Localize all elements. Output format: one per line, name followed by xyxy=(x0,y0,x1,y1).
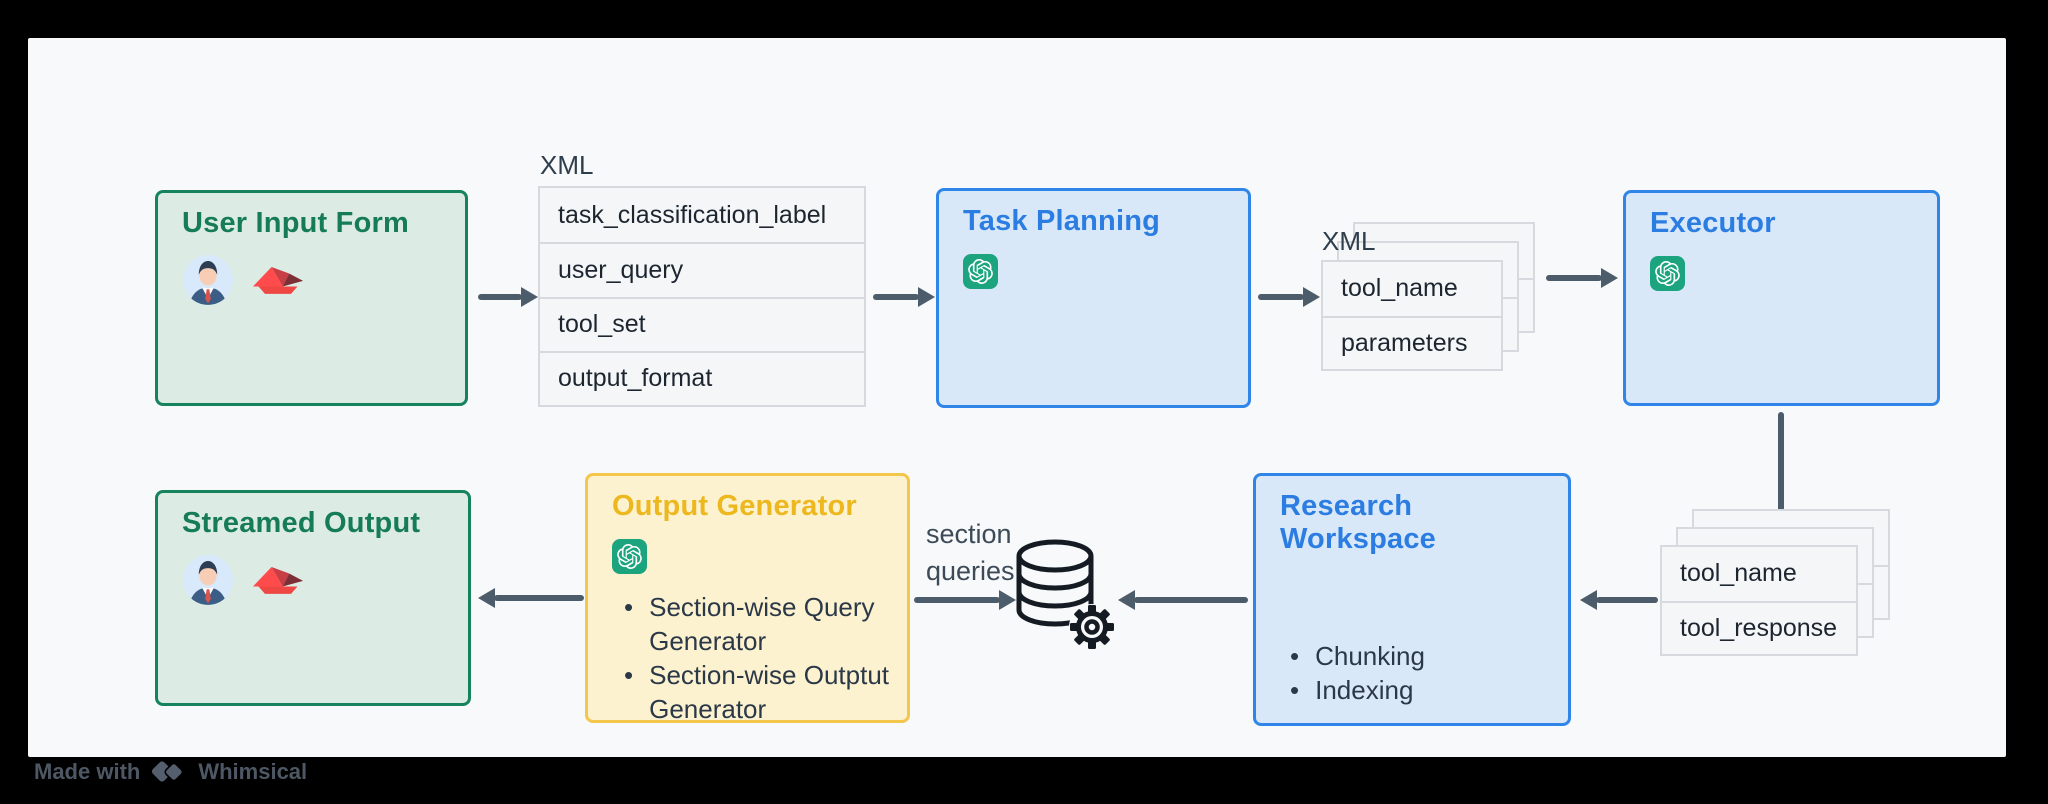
arrow-userinput-to-xml xyxy=(478,287,538,307)
diagram-canvas: User Input Form xyxy=(28,38,2006,757)
user-avatar-icon xyxy=(183,555,233,605)
xml-label: XML xyxy=(1322,226,1376,256)
xml-label: XML xyxy=(540,150,594,180)
xml-field: user_query xyxy=(540,242,864,296)
node-executor: Executor xyxy=(1623,190,1940,406)
streamlit-boat-icon xyxy=(252,567,304,594)
xml-field: parameters xyxy=(1323,315,1501,370)
arrow-executor-to-toolresult xyxy=(1771,412,1791,534)
arrow-researchworkspace-to-database xyxy=(1118,590,1248,610)
xml-field: tool_name xyxy=(1341,274,1458,303)
section-queries-label: section queries xyxy=(926,519,1015,586)
icon-row xyxy=(182,254,441,306)
database-gear-icon xyxy=(1016,539,1115,650)
arrow-outputgenerator-to-database xyxy=(914,590,1016,610)
node-title: Task Planning xyxy=(963,205,1161,237)
bullet-item: Indexing xyxy=(1315,675,1414,705)
node-title: User Input Form xyxy=(182,207,409,239)
bullet-item: Section-wise Query Generator xyxy=(649,592,875,656)
node-research-workspace: Research Workspace •Chunking •Indexing xyxy=(1253,473,1571,726)
node-streamed-output: Streamed Output xyxy=(155,490,471,706)
whimsical-logo-icon xyxy=(152,761,184,782)
user-avatar-icon xyxy=(183,255,233,305)
node-title: Output Generator xyxy=(612,490,857,522)
arrow-xml-to-taskplanning xyxy=(873,287,935,307)
brand-text: Whimsical xyxy=(198,759,308,784)
node-user-input-form: User Input Form xyxy=(155,190,468,406)
openai-icon xyxy=(612,539,647,574)
node-xml-tool-call-card: tool_name parameters xyxy=(1321,260,1503,371)
whimsical-watermark[interactable]: Made with Whimsical xyxy=(34,758,307,786)
xml-field: tool_response xyxy=(1662,600,1856,655)
openai-icon xyxy=(963,254,998,289)
node-tool-result-card: tool_name tool_response xyxy=(1660,545,1858,656)
xml-field: tool_name xyxy=(1680,559,1797,588)
arrow-outputgenerator-to-streamedoutput xyxy=(478,588,584,608)
streamlit-boat-icon xyxy=(252,267,304,294)
node-output-generator: Output Generator •Section-wise Query Gen… xyxy=(585,473,910,726)
xml-field: output_format xyxy=(540,350,864,405)
openai-icon xyxy=(1650,256,1685,291)
node-xml-input-card: task_classification_label user_query too… xyxy=(538,186,866,407)
arrow-toolresult-to-researchworkspace xyxy=(1580,590,1658,610)
bullet-list: •Chunking •Indexing xyxy=(1290,641,1425,705)
node-title: Research Workspace xyxy=(1280,490,1437,555)
bullet-item: Chunking xyxy=(1315,641,1425,671)
bullet-list: •Section-wise Query Generator •Section-w… xyxy=(624,590,896,726)
arrow-taskplanning-to-toolcall xyxy=(1258,287,1320,307)
node-title: Streamed Output xyxy=(182,507,421,539)
node-task-planning: Task Planning xyxy=(936,188,1251,408)
arrow-toolcall-to-executor xyxy=(1546,268,1618,288)
xml-field: tool_set xyxy=(540,296,864,351)
icon-row xyxy=(182,554,444,606)
bullet-item: Section-wise Outptut Generator xyxy=(649,660,889,724)
xml-field: task_classification_label xyxy=(558,200,827,229)
node-title: Executor xyxy=(1650,207,1776,239)
made-with-text: Made with xyxy=(34,759,141,784)
gear-icon xyxy=(1069,604,1115,650)
